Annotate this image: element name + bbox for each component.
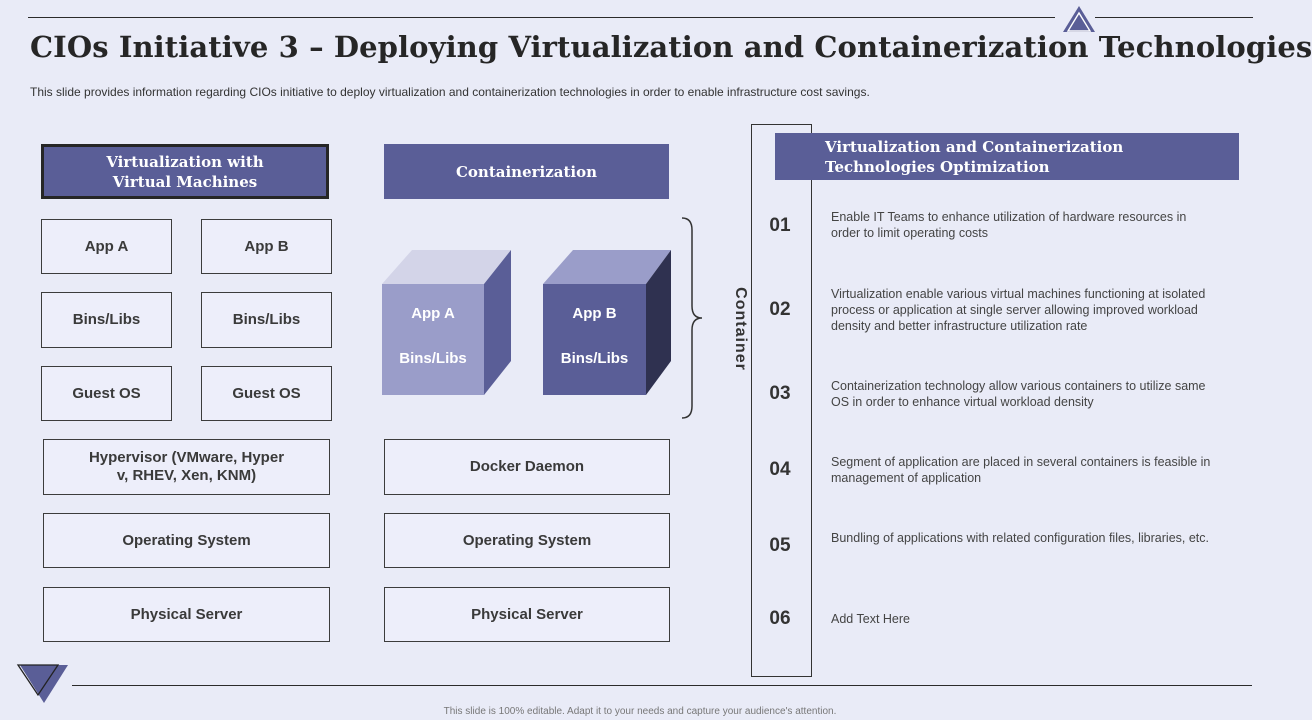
- item-number: 06: [769, 608, 791, 629]
- cube-b-side: [646, 250, 671, 395]
- vm-bins-libs-b: Bins/Libs: [201, 292, 332, 348]
- containerization-header: Containerization: [384, 144, 669, 199]
- container-brace: [681, 217, 703, 419]
- optimization-header: Virtualization and Containerization Tech…: [775, 133, 1239, 180]
- cube-a-bins-label: Bins/Libs: [399, 350, 467, 367]
- cube-a-front: [382, 284, 484, 395]
- vm-guest-os-a: Guest OS: [41, 366, 172, 421]
- vm-guest-os-b: Guest OS: [201, 366, 332, 421]
- item-text: Bundling of applications with related co…: [831, 531, 1209, 545]
- vm-app-a: App A: [41, 219, 172, 274]
- container-physical-server: Physical Server: [384, 587, 670, 642]
- item-number: 04: [769, 459, 791, 480]
- item-text: Containerization technology allow variou…: [831, 379, 1206, 409]
- docker-daemon: Docker Daemon: [384, 439, 670, 495]
- vm-bins-libs-a: Bins/Libs: [41, 292, 172, 348]
- item-text: Segment of application are placed in sev…: [831, 455, 1211, 485]
- item-number: 01: [769, 215, 791, 236]
- slide: CIOs Initiative 3 – Deploying Virtualiza…: [16, 6, 1312, 717]
- vm-operating-system: Operating System: [43, 513, 330, 568]
- triangle-down-icon: [16, 664, 68, 703]
- item-text: Add Text Here: [831, 612, 910, 626]
- page-title: CIOs Initiative 3 – Deploying Virtualiza…: [30, 30, 1312, 64]
- cube-a-app-label: App A: [411, 305, 455, 322]
- top-rule-right: [1095, 17, 1253, 18]
- footer-note: This slide is 100% editable. Adapt it to…: [443, 706, 837, 717]
- top-rule-left: [28, 17, 1055, 18]
- cube-b-front: [543, 284, 646, 395]
- container-label: Container: [731, 287, 749, 371]
- vm-app-b: App B: [201, 219, 332, 274]
- item-number: 03: [769, 383, 791, 404]
- vm-hypervisor: Hypervisor (VMware, Hyper v, RHEV, Xen, …: [43, 439, 330, 495]
- cube-b-bins-label: Bins/Libs: [560, 350, 629, 367]
- page-subtitle: This slide provides information regardin…: [30, 85, 870, 99]
- number-column-frame: [751, 124, 812, 677]
- container-operating-system: Operating System: [384, 513, 670, 568]
- container-cubes: [382, 250, 671, 395]
- cube-b-top: [543, 250, 671, 284]
- vm-header: Virtualization with Virtual Machines: [41, 144, 329, 199]
- vm-physical-server: Physical Server: [43, 587, 330, 642]
- item-number: 02: [769, 299, 791, 320]
- cube-a-side: [484, 250, 511, 395]
- item-text: Virtualization enable various virtual ma…: [831, 287, 1206, 333]
- cube-b-app-label: App B: [572, 305, 617, 322]
- item-text: Enable IT Teams to enhance utilization o…: [831, 210, 1187, 240]
- bottom-rule: [72, 685, 1252, 686]
- triangle-up-icon: [1063, 6, 1095, 32]
- cube-a-top: [382, 250, 511, 284]
- item-number: 05: [769, 535, 791, 556]
